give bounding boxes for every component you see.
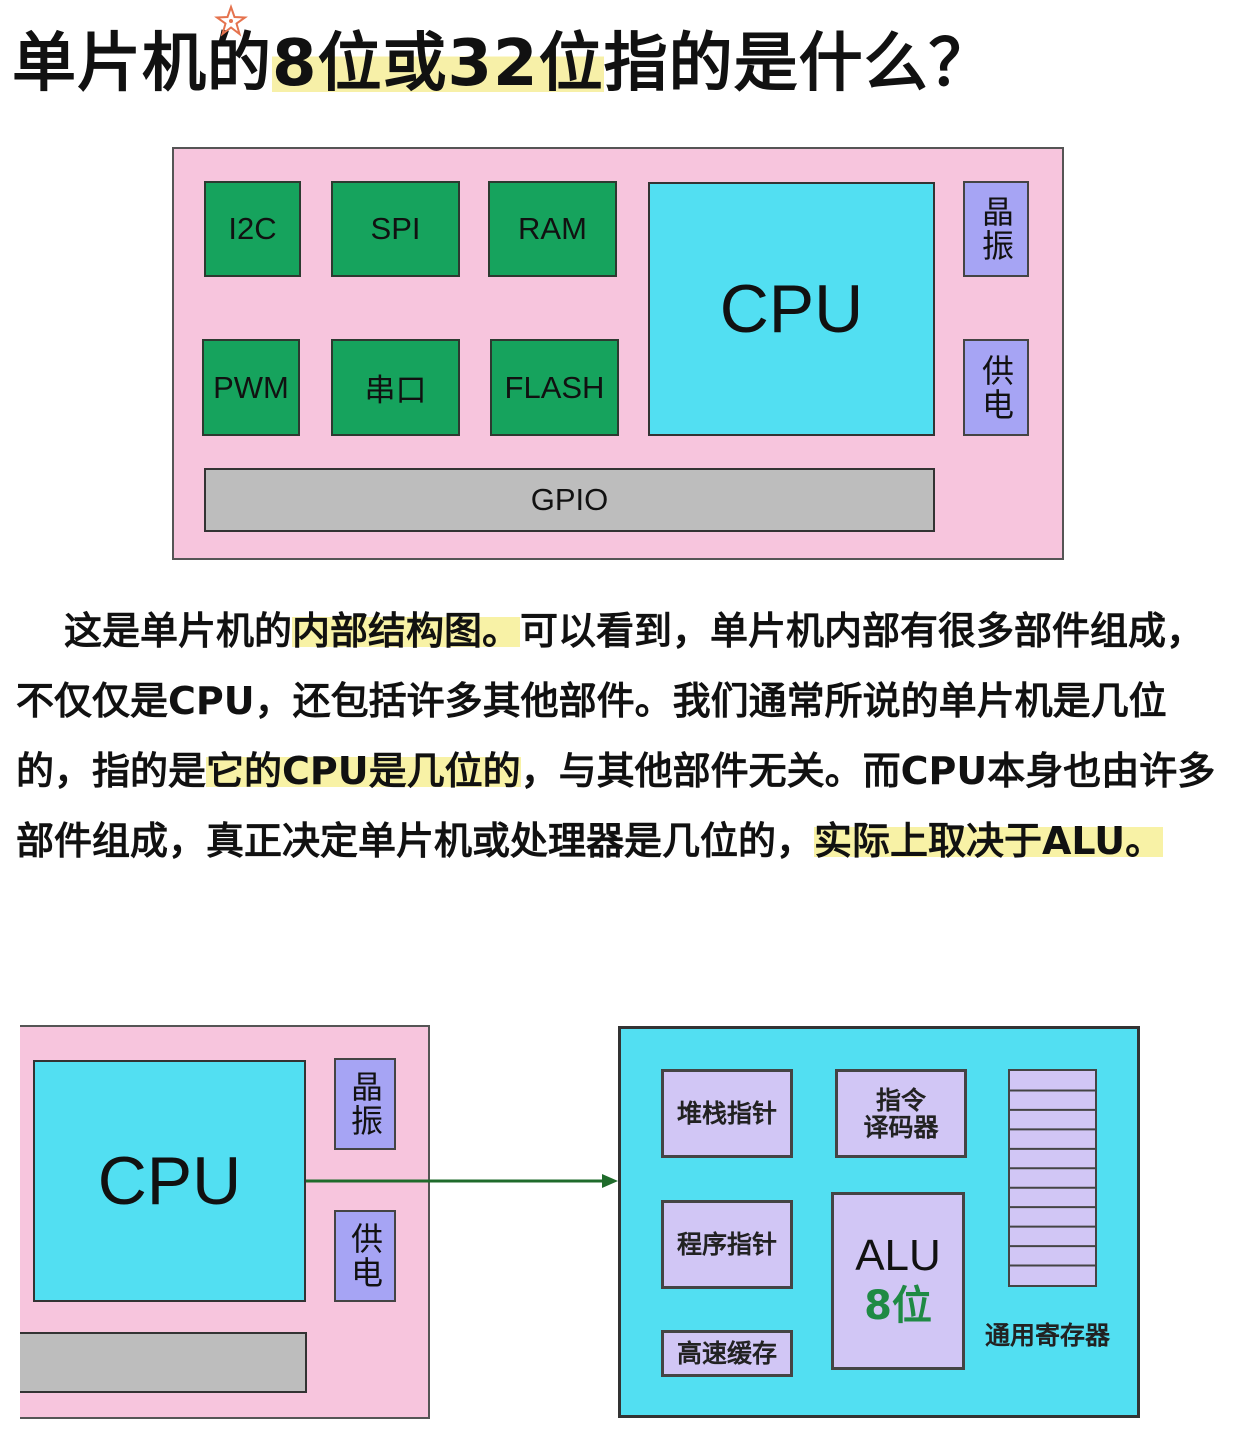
title-part1: 单片机的 (12, 27, 272, 101)
instruction-decoder-block: 指令 译码器 (835, 1069, 967, 1158)
spi-module: SPI (331, 181, 460, 277)
explanation-paragraph: 这是单片机的内部结构图。可以看到，单片机内部有很多部件组成，不仅仅是CPU，还包… (16, 596, 1222, 956)
gpio-bar: GPIO (204, 468, 935, 532)
paragraph-highlight-1: 内部结构图。 (292, 609, 521, 653)
power-supply-block-small: 供电 (334, 1210, 396, 1302)
paragraph-text-1: 这是单片机的 (64, 609, 293, 653)
general-registers-label: 通用寄存器 (985, 1321, 1111, 1350)
alu-bits-label: 8位 (864, 1283, 932, 1329)
ram-module: RAM (488, 181, 617, 277)
power-supply-block: 供电 (963, 339, 1029, 436)
i2c-module: I2C (204, 181, 301, 277)
stack-pointer-block: 堆栈指针 (661, 1069, 793, 1158)
star-doodle-icon (214, 4, 248, 37)
uart-module: 串口 (331, 339, 460, 436)
cache-block: 高速缓存 (661, 1330, 793, 1377)
register-rows (1010, 1089, 1095, 1267)
cpu-block: CPU (648, 182, 935, 436)
alu-block: ALU 8位 (831, 1192, 965, 1370)
flash-module: FLASH (490, 339, 619, 436)
zoom-arrow (306, 1174, 618, 1188)
paragraph-text-2: 可以看到，单片机内部有很多部件组成，不仅仅是CPU，还包括许多其他部件。我们通常… (16, 609, 1205, 793)
general-registers-stack (1008, 1069, 1097, 1287)
pwm-module: PWM (202, 339, 300, 436)
crystal-oscillator-block: 晶振 (963, 181, 1029, 277)
paragraph-text-3: ，与其他部件无关。而CPU本身也由许多部件组成，真正决定单片机或处理器是几位的， (16, 749, 1216, 863)
crystal-oscillator-block-small: 晶振 (334, 1058, 396, 1150)
gpio-bar-partial (20, 1332, 307, 1393)
title-part2: 指的是什么？ (603, 27, 994, 101)
paragraph-highlight-2: 它的CPU是几位的 (206, 749, 521, 793)
program-counter-block: 程序指针 (661, 1200, 793, 1289)
title-highlight: 8位或32位 (272, 27, 604, 101)
cpu-block-zoom-source: CPU (33, 1060, 306, 1302)
page-title: 单片机的8位或32位指的是什么？ (12, 14, 1222, 114)
paragraph-highlight-3: 实际上取决于ALU。 (814, 819, 1164, 863)
alu-label: ALU (855, 1231, 941, 1280)
